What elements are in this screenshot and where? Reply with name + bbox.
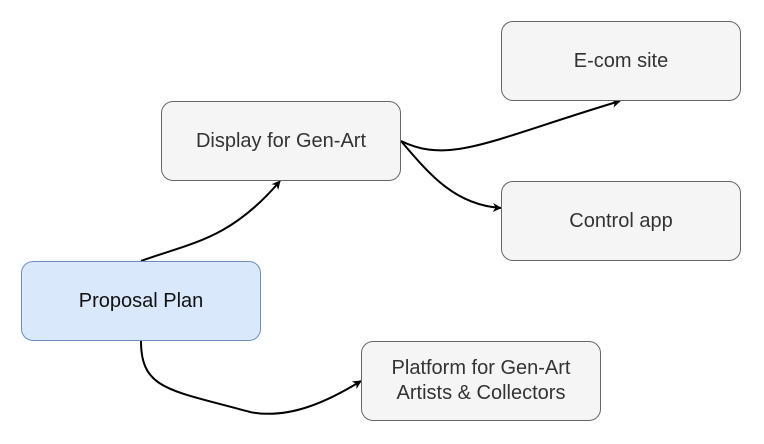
node-proposal-plan[interactable]: Proposal Plan [21,261,261,341]
node-display-for-gen-art[interactable]: Display for Gen-Art [161,101,401,181]
edge-display-to-ecom [400,99,621,152]
node-label: Platform for Gen-Art Artists & Collector… [391,357,571,404]
edge-proposal-to-platform [140,340,362,415]
node-ecom-site[interactable]: E-com site [501,21,741,101]
node-label: E-com site [573,49,669,72]
node-label: Proposal Plan [78,289,204,312]
node-control-app[interactable]: Control app [501,181,741,261]
node-label: Display for Gen-Art [195,129,367,152]
node-platform-for-gen-art[interactable]: Platform for Gen-Art Artists & Collector… [361,341,601,421]
edge-display-to-control [400,140,502,212]
edge-proposal-to-display [140,180,281,262]
node-label: Control app [569,209,673,232]
